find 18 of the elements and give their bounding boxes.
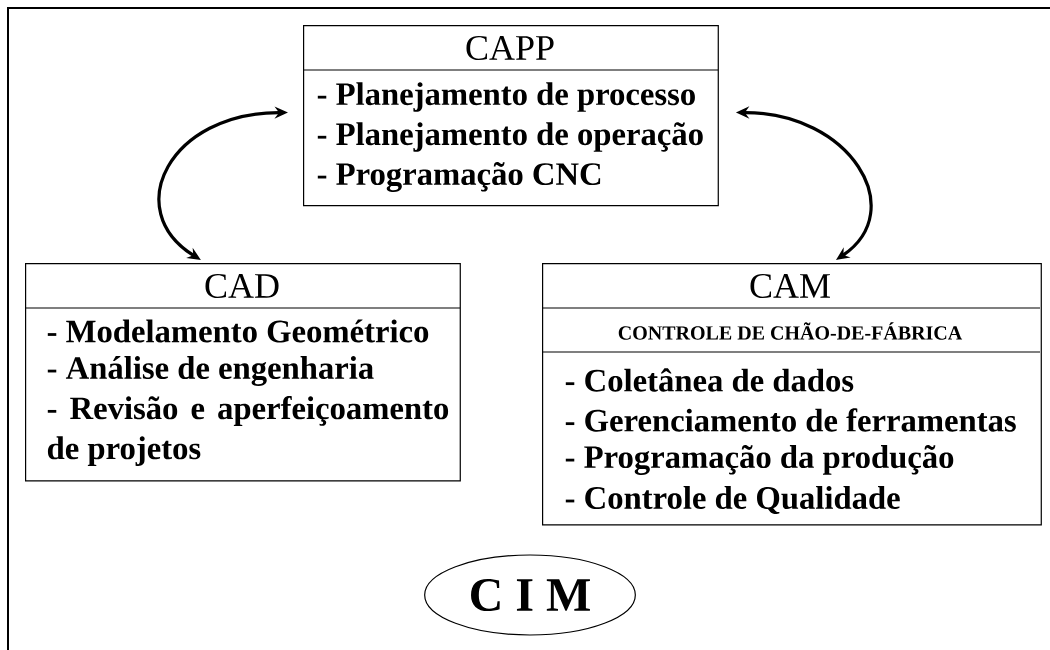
list-item: - Programação CNC	[317, 162, 601, 192]
process-box	[302, 25, 719, 207]
ellipse-label: C I M	[424, 554, 636, 636]
list-item: - Planejamento de processo	[317, 82, 695, 112]
box-heading: CAPP	[466, 35, 554, 61]
list-item: - Programação da produção	[565, 445, 954, 475]
list-item: - Coletânea de dados	[565, 368, 854, 392]
list-item: - Modelamento Geométrico	[47, 319, 429, 343]
process-box	[541, 263, 1042, 526]
list-item: - Gerenciamento de ferramentas	[565, 408, 1016, 432]
list-item: - Planejamento de operação	[317, 122, 703, 152]
list-item: - Revisão e aperfeiçoamento de projetos	[47, 396, 449, 466]
list-item: - Análise de engenharia	[47, 356, 374, 386]
process-box	[24, 263, 461, 482]
box-subheading: CONTROLE DE CHÃO-DE-FÁBRICA	[618, 322, 963, 340]
box-heading: CAM	[750, 273, 830, 299]
list-item: - Controle de Qualidade	[565, 486, 900, 514]
box-heading: CAD	[205, 273, 279, 299]
